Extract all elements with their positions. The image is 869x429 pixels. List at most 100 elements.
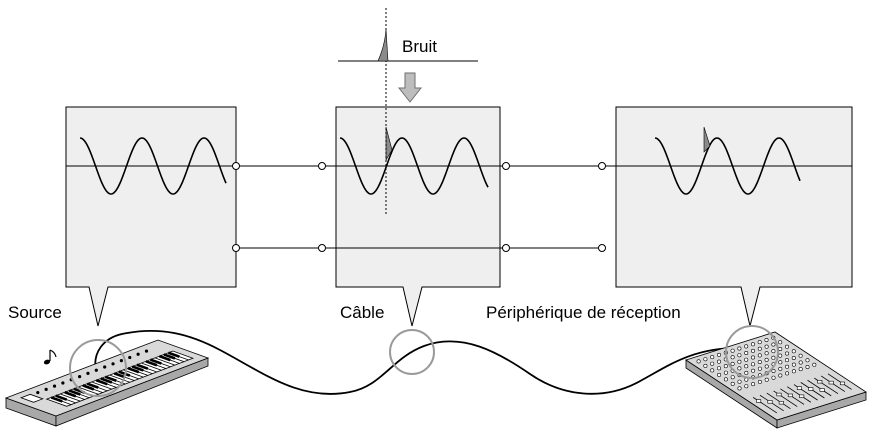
receiver-waveform bbox=[654, 137, 801, 195]
black-key bbox=[104, 375, 117, 382]
mixer-knob bbox=[771, 342, 776, 347]
mixer-fader-track bbox=[827, 373, 852, 390]
mixer-knob bbox=[778, 373, 783, 378]
mixer-knob bbox=[737, 366, 742, 371]
mixer-knob bbox=[744, 364, 749, 369]
mixer-knob bbox=[703, 363, 708, 368]
mixer-knob bbox=[805, 364, 810, 369]
black-key bbox=[64, 391, 77, 398]
mixer-knob bbox=[798, 360, 803, 365]
connector-cable-in-cold bbox=[318, 244, 326, 252]
mixer-knob bbox=[750, 342, 755, 347]
mixer-knob bbox=[737, 359, 742, 364]
black-key bbox=[167, 351, 180, 358]
connector-cable-in-hot bbox=[318, 162, 326, 170]
mixer-knob bbox=[791, 362, 796, 367]
keyboard-knob bbox=[44, 387, 48, 391]
source-highlight-circle bbox=[69, 339, 127, 397]
cable-highlight-circle bbox=[389, 329, 435, 375]
connector-source-cold bbox=[232, 244, 240, 252]
noise-label: Bruit bbox=[402, 37, 437, 56]
mixer-knob bbox=[764, 364, 769, 369]
mixer-knob bbox=[778, 360, 783, 365]
mixer-knob bbox=[723, 364, 728, 369]
mixer-knob bbox=[784, 351, 789, 356]
mixer-knob bbox=[764, 337, 769, 342]
mixer-knob bbox=[778, 366, 783, 371]
connector-receiver-cold bbox=[598, 244, 606, 252]
black-key bbox=[158, 354, 171, 362]
black-key bbox=[118, 370, 131, 377]
mixer-knob bbox=[757, 366, 762, 371]
mixer-knob bbox=[778, 340, 783, 345]
mixer-knob bbox=[730, 348, 735, 353]
keyboard-display bbox=[19, 393, 44, 403]
connector-source-hot bbox=[232, 162, 240, 170]
mixer-controls bbox=[696, 335, 852, 414]
mixer-knob bbox=[798, 353, 803, 358]
receiver-label: Périphérique de réception bbox=[486, 303, 681, 322]
callout-cable bbox=[335, 106, 501, 327]
black-key bbox=[50, 396, 63, 403]
mixer-knob bbox=[764, 344, 769, 349]
mixer-knob bbox=[703, 357, 708, 362]
connector-cable-out-cold bbox=[502, 244, 510, 252]
keyboard-knob bbox=[61, 381, 65, 385]
mixer-knob bbox=[764, 357, 769, 362]
black-key bbox=[113, 372, 126, 379]
mixer-knob bbox=[784, 358, 789, 363]
callout-receiver bbox=[615, 106, 853, 327]
mixer-knob bbox=[710, 361, 715, 366]
keyboard-knob bbox=[52, 384, 57, 388]
black-key bbox=[131, 365, 144, 372]
mixer-knob bbox=[784, 344, 789, 349]
mixer-knob bbox=[750, 348, 755, 353]
down-arrow-icon bbox=[397, 72, 423, 103]
mixer-knob bbox=[710, 355, 715, 360]
mixer-knob bbox=[812, 362, 817, 367]
mixer-knob bbox=[757, 340, 762, 345]
keyboard-knob bbox=[111, 362, 115, 366]
mixer-knob bbox=[785, 364, 790, 369]
mixer-knob bbox=[696, 359, 701, 364]
white-key-divider bbox=[78, 386, 99, 395]
mixer-knob bbox=[757, 359, 762, 364]
mixer-fader-cap bbox=[778, 400, 784, 405]
mixer-knob bbox=[778, 353, 783, 358]
mixer-fader-cap bbox=[828, 380, 834, 385]
cable-noise-spike bbox=[385, 126, 393, 162]
mixer-knob bbox=[730, 381, 735, 386]
keyboard-keys bbox=[50, 351, 189, 405]
receiver-highlight-circle bbox=[725, 325, 779, 379]
mixer-fader-cap bbox=[796, 386, 802, 390]
mixer-knob bbox=[771, 375, 776, 380]
white-key-divider bbox=[154, 357, 176, 366]
keyboard-knob bbox=[103, 365, 107, 369]
black-key bbox=[163, 353, 176, 360]
mixer-fader-cap bbox=[787, 393, 793, 398]
black-key bbox=[86, 382, 99, 389]
black-key bbox=[136, 363, 149, 370]
cable-label: Câble bbox=[340, 303, 384, 322]
mixer-knob bbox=[750, 362, 755, 367]
mixer-knob bbox=[771, 368, 776, 373]
mixer-knob bbox=[737, 379, 742, 384]
keyboard-knob bbox=[119, 359, 123, 363]
mixer-knob bbox=[757, 379, 762, 384]
mixer-knob bbox=[744, 384, 749, 389]
keyboard-knob bbox=[94, 368, 98, 372]
mixer-fader-track bbox=[807, 379, 832, 397]
black-key bbox=[55, 394, 68, 401]
mixer-fader-track bbox=[786, 386, 812, 403]
mixer-knob bbox=[764, 377, 769, 382]
mixer-fader-track bbox=[766, 392, 791, 410]
keyboard-knob bbox=[144, 349, 149, 353]
mixer-knob bbox=[723, 377, 728, 382]
mixer-knob bbox=[744, 357, 749, 362]
mixer-knob bbox=[730, 361, 735, 366]
audio-cable bbox=[94, 329, 739, 395]
mixer-knob bbox=[744, 344, 749, 349]
white-key-divider bbox=[91, 381, 112, 390]
black-key bbox=[127, 366, 140, 374]
